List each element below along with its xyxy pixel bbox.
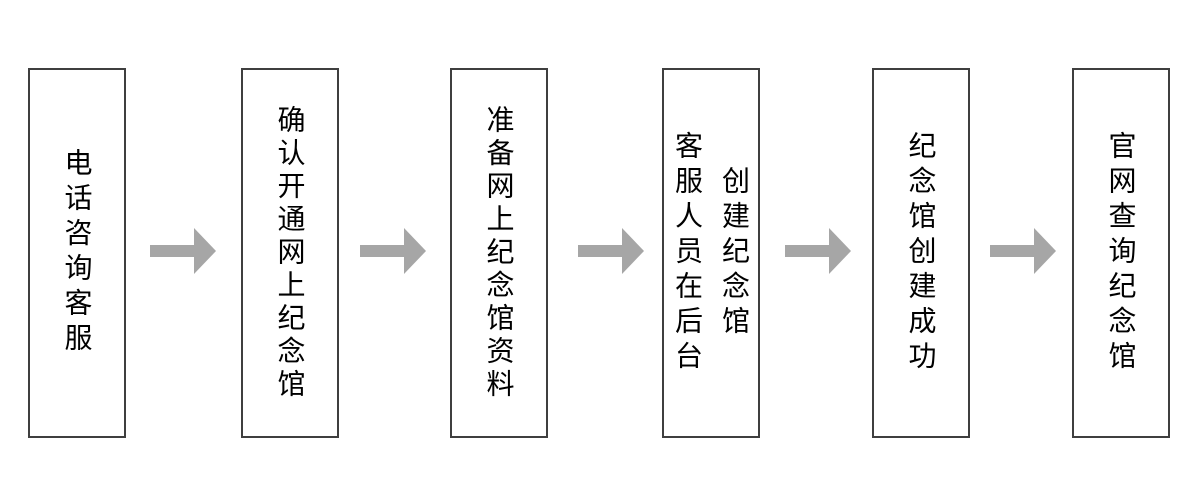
flow-step-box: 确认开通网上纪念馆 — [241, 68, 339, 438]
right-arrow-icon — [150, 228, 216, 274]
flow-step-label: 官网查询纪念馆 — [1105, 130, 1137, 376]
flow-step-box: 客服人员在后台 创建纪念馆 — [662, 68, 760, 438]
flow-step-box: 官网查询纪念馆 — [1072, 68, 1170, 438]
flow-step-label: 纪念馆创建成功 — [905, 130, 937, 376]
flow-step-label: 确认开通网上纪念馆 — [274, 104, 306, 402]
right-arrow-icon — [785, 228, 851, 274]
flow-step-box: 电话咨询客服 — [28, 68, 126, 438]
flow-step-box: 纪念馆创建成功 — [872, 68, 970, 438]
right-arrow-icon — [990, 228, 1056, 274]
flow-step-label: 客服人员在后台 创建纪念馆 — [672, 130, 750, 376]
right-arrow-icon — [578, 228, 644, 274]
flow-step-label: 准备网上纪念馆资料 — [483, 104, 515, 402]
flow-step-box: 准备网上纪念馆资料 — [450, 68, 548, 438]
right-arrow-icon — [360, 228, 426, 274]
flow-step-label: 电话咨询客服 — [61, 148, 93, 358]
